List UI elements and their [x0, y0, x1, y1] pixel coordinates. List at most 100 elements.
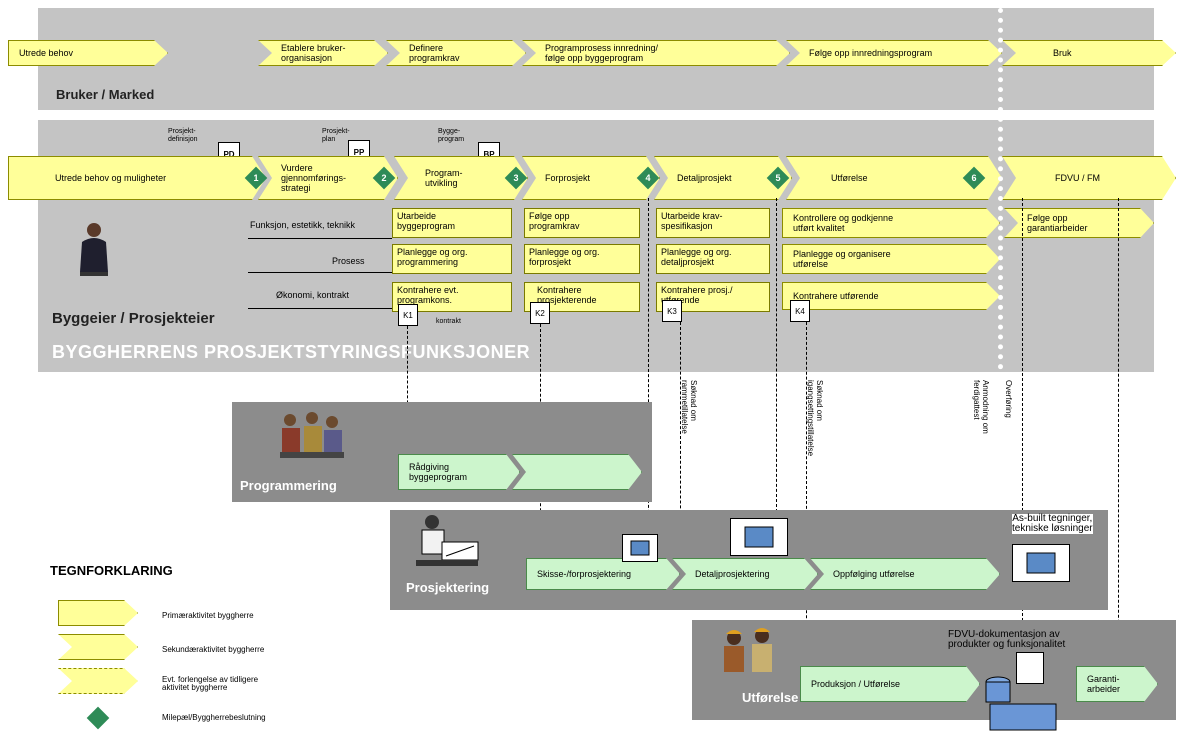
owner-band-label: Byggeier / Prosjekteier [52, 310, 215, 327]
task-org-detaljprosjekt: Planlegge og org. detaljprosjekt [656, 244, 770, 274]
row-line-3 [248, 308, 392, 309]
milestone-3-icon: 3 [504, 166, 528, 190]
note-ferdigattest: Anmodning om ferdigattest [972, 380, 990, 434]
phase-2-label: Vurdere gjennomførings- strategi [281, 163, 347, 193]
phase-arrow-2: Vurdere gjennomførings- strategi [258, 156, 398, 200]
utforelse-workers-icon [724, 628, 772, 672]
market-arrow-3: Definere programkrav [386, 40, 526, 66]
market-band-label: Bruker / Marked [56, 87, 155, 102]
prosj-arrow-skisse: Skisse-/forprosjektering [526, 558, 680, 590]
contract-k2: K2 [530, 302, 550, 324]
task-kontrahere-utforende-label: Kontrahere utførende [793, 291, 879, 301]
contract-k1: K1 [398, 304, 418, 326]
phase-arrow-7: FDVU / FM [1002, 156, 1176, 200]
owner-band-title: BYGGHERRENS PROSJEKTSTYRINGSFUNKSJONER [52, 342, 531, 362]
connector-k3 [680, 322, 681, 558]
market-arrow-3-label: Definere programkrav [409, 43, 460, 63]
task-org-programmering: Planlegge og org. programmering [392, 244, 512, 274]
asbuilt-caption: As-built tegninger, tekniske løsninger [1012, 513, 1093, 534]
milestone-1-icon: 1 [244, 166, 268, 190]
prosjektering-people-icon [416, 515, 479, 566]
phase-3-label: Program- utvikling [425, 168, 463, 188]
contract-k4: K4 [790, 300, 810, 322]
row-line-1 [248, 238, 392, 239]
fdvu-doc-icon [1016, 652, 1044, 684]
doc-pd-caption: Prosjekt- definisjon [168, 128, 198, 143]
milestone-4-icon: 4 [636, 166, 660, 190]
milestone-2-icon: 2 [372, 166, 396, 190]
market-arrow-2-label: Etablere bruker- organisasjon [281, 43, 346, 63]
market-arrow-1: Utrede behov [8, 40, 168, 66]
task-org-utforelse: Planlegge og organisere utførelse [782, 244, 1000, 274]
task-kontrollere-label: Kontrollere og godkjenne utført kvalitet [793, 213, 894, 233]
market-arrow-5: Følge opp innredningsprogram [786, 40, 1002, 66]
task-garanti-label: Følge opp garantiarbeider [1027, 213, 1088, 233]
prosj-arrow-oppfolging-label: Oppfølging utførelse [833, 569, 915, 579]
connector-fdvu [1022, 198, 1023, 646]
garanti-arrow: Garanti- arbeider [1076, 666, 1158, 702]
row-label-process: Prosess [332, 256, 365, 266]
milestone-5-icon: 5 [766, 166, 790, 190]
programmering-arrow-label: Rådgiving byggeprogram [409, 462, 468, 482]
programmering-arrow: Rådgiving byggeprogram [398, 454, 520, 490]
task-org-utforelse-label: Planlegge og organisere utførelse [793, 249, 891, 269]
prosj-arrow-skisse-label: Skisse-/forprosjektering [537, 569, 632, 579]
task-kontrollere-kvalitet: Kontrollere og godkjenne utført kvalitet [782, 208, 1000, 238]
task-kravspesifikasjon: Utarbeide krav- spesifikasjon [656, 208, 770, 238]
note-overforing: Overføring [1004, 380, 1013, 418]
utforelse-label: Utførelse [742, 690, 799, 705]
legend-extension-label: Evt. forlengelse av tidligere aktivitet … [162, 675, 259, 692]
contract-k1-caption: kontrakt [436, 318, 461, 325]
database-icon [985, 676, 1057, 731]
market-arrow-1-label: Utrede behov [19, 48, 74, 58]
drawing-doc-icon-2 [730, 518, 788, 556]
phase-separator [998, 8, 1003, 528]
market-arrow-5-label: Følge opp innredningsprogram [809, 48, 933, 58]
note-igangsettingstillatelse: Søknad om igangsettingstillatelse [806, 380, 824, 457]
phase-6-label: Utførelse [831, 173, 868, 183]
programmering-label: Programmering [240, 478, 337, 493]
market-arrow-2: Etablere bruker- organisasjon [258, 40, 388, 66]
connector-k1 [407, 326, 408, 448]
task-folge-opp-programkrav: Følge opp programkrav [524, 208, 640, 238]
phase-1-label: Utrede behov og muligheter [55, 173, 167, 183]
market-arrow-4-label: Programprosess innredning/ følge opp byg… [545, 43, 659, 63]
market-arrow-6: Bruk [1002, 40, 1176, 66]
legend-primary-label: Primæraktivitet byggherre [162, 611, 254, 620]
connector-k4 [806, 322, 807, 658]
row-label-function: Funksjon, estetikk, teknikk [250, 220, 356, 230]
phase-5-label: Detaljprosjekt [677, 173, 732, 183]
owner-person-icon [80, 223, 108, 276]
phase-arrow-1: Utrede behov og muligheter [8, 156, 266, 200]
connector-detalj-up [776, 198, 777, 512]
utforelse-arrow: Produksjon / Utførelse [800, 666, 980, 702]
market-arrow-4: Programprosess innredning/ følge opp byg… [522, 40, 790, 66]
milestone-6-icon: 6 [962, 166, 986, 190]
legend-title: TEGNFORKLARING [50, 563, 173, 578]
utforelse-arrow-label: Produksjon / Utførelse [811, 679, 901, 689]
task-garantiarbeider: Følge opp garantiarbeider [1004, 208, 1154, 238]
connector-prosj-up [648, 198, 649, 528]
note-rammetillatelse: Søknad om rammetillatelse [680, 380, 698, 434]
garanti-arrow-label: Garanti- arbeider [1087, 674, 1121, 694]
legend-secondary-arrow [58, 634, 138, 660]
prosjektering-label: Prosjektering [406, 580, 490, 595]
asbuilt-doc-icon [1012, 544, 1070, 582]
task-utarbeide-byggeprogram: Utarbeide byggeprogram [392, 208, 512, 238]
legend-milestone-label: Milepæl/Byggherrebeslutning [162, 713, 266, 722]
contract-k3: K3 [662, 300, 682, 322]
phase-4-label: Forprosjekt [545, 173, 591, 183]
legend-extension-arrow [58, 668, 138, 694]
legend-milestone-icon [86, 706, 110, 730]
programmering-arrow-ext [512, 454, 642, 490]
fdvu-doc-caption: FDVU-dokumentasjon av produkter og funks… [948, 629, 1066, 650]
doc-bp-caption: Bygge- program [438, 128, 465, 143]
task-kontrahere-utforende: Kontrahere utførende [782, 282, 1000, 310]
row-label-economy: Økonomi, kontrakt [276, 290, 350, 300]
drawing-doc-icon-1 [622, 534, 658, 562]
legend-primary-arrow [58, 600, 138, 626]
market-arrow-6-label: Bruk [1053, 48, 1072, 58]
programmering-people-icon [280, 412, 344, 458]
connector-garanti [1118, 198, 1119, 668]
legend-secondary-label: Sekundæraktivitet byggherre [162, 645, 265, 654]
